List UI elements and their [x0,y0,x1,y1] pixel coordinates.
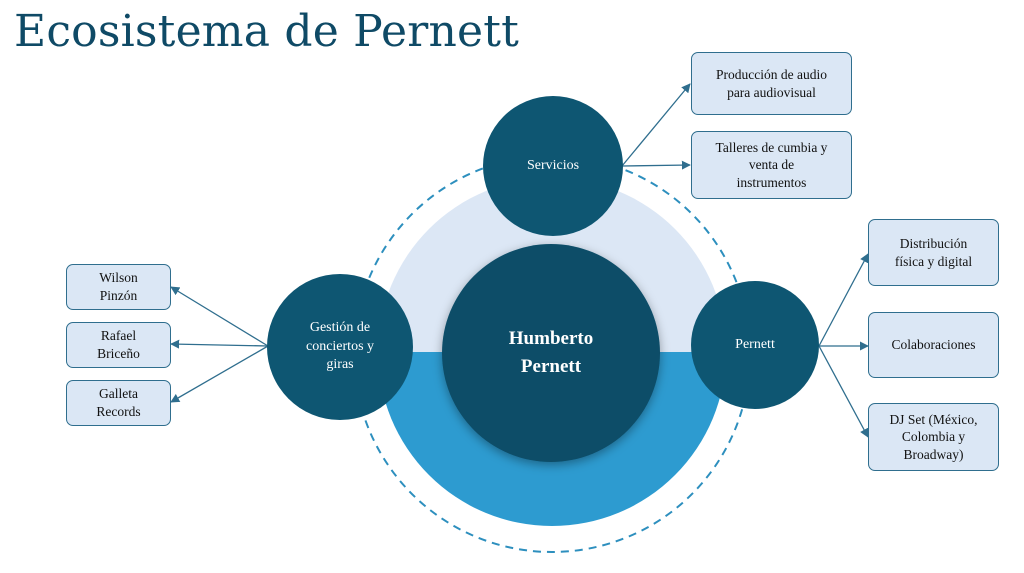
box-text-line: para audiovisual [727,84,816,100]
box-distribucion: Distribución física y digital [868,219,999,286]
box-text-line: Colombia y [901,429,966,445]
box-text-line: DJ Set (México, [889,411,978,427]
box-text-line: Producción de audio [716,66,827,82]
connector-pernett-djset [818,345,869,438]
box-produccion-audio: Producción de audio para audiovisual [691,52,852,115]
box-text-line: instrumentos [736,174,807,190]
gestion-label: Gestión de conciertos y giras [280,307,400,387]
pernett-label-text: Pernett [735,336,775,352]
node-servicios [483,96,623,236]
center-label-line1: Humberto [508,328,594,350]
box-text-line: física y digital [894,253,973,269]
box-text-line: Distribución [899,235,968,251]
gestion-label-line3: giras [326,357,354,373]
box-text-line: venta de [748,157,795,173]
page-title: Ecosistema de Pernett [14,6,519,57]
box-galleta-records: Galleta Records [66,380,171,426]
box-colaboraciones: Colaboraciones [868,312,999,378]
box-talleres-cumbia: Talleres de cumbia y venta de instrument… [691,131,852,199]
node-pernett [691,281,819,409]
pernett-label: Pernett [700,325,810,365]
gestion-label-line2: conciertos y [305,338,375,354]
connector-servicios-talleres [621,160,691,170]
box-text-line: Talleres de cumbia y [715,139,828,155]
node-gestion [267,274,413,420]
connector-gestion-wilson [170,286,269,347]
box-text-line: Records [96,404,141,419]
box-text-line: Pinzón [99,288,138,303]
box-text-line: Wilson [99,270,138,286]
connector-gestion-galleta [170,345,269,403]
servicios-label-text: Servicios [526,157,580,173]
center-label: Humberto Pernett [451,303,651,403]
box-dj-set: DJ Set (México, Colombia y Broadway) [868,403,999,471]
box-text-line: Broadway) [903,446,964,462]
connector-pernett-distribucion [818,253,869,347]
servicios-label: Servicios [493,146,613,186]
box-rafael-briceno: Rafael Briceño [66,322,171,368]
connector-gestion-rafael [170,339,269,349]
center-label-line2: Pernett [520,356,582,377]
box-text-line: Rafael [100,328,137,344]
box-text-line: Briceño [97,346,140,361]
node-center [442,244,660,462]
box-wilson-pinzon: Wilson Pinzón [66,264,171,310]
box-text-line: Galleta [99,386,138,402]
gestion-label-line1: Gestión de [309,319,371,335]
connector-servicios-produccion [621,83,691,167]
box-text-line: Colaboraciones [891,337,976,353]
